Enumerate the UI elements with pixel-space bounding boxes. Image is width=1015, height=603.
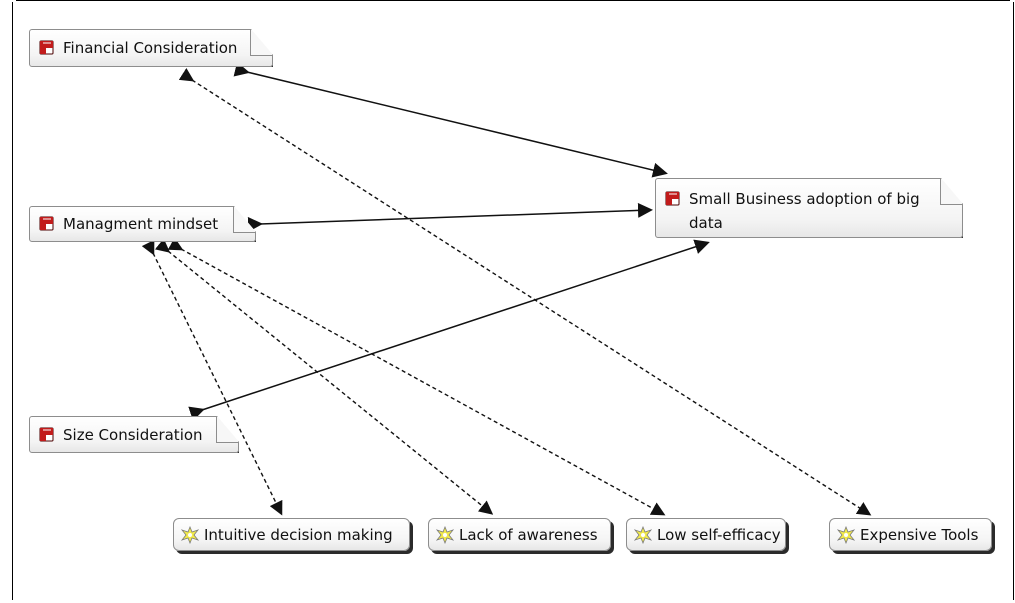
- node-small-business-adoption[interactable]: Small Business adoption of big data: [655, 178, 963, 238]
- yellow-sparkle-icon: [181, 525, 199, 544]
- red-book-icon: [38, 426, 56, 444]
- link-management-adoption: [247, 202, 653, 232]
- node-label: Low self-efficacy: [657, 525, 781, 544]
- link-management-self-efficacy: [167, 237, 666, 516]
- node-management-mindset[interactable]: Managment mindset: [29, 206, 256, 242]
- node-financial-consideration[interactable]: Financial Consideration: [29, 29, 273, 67]
- diagram-top-border: [16, 0, 1010, 3]
- node-lack-of-awareness[interactable]: Lack of awareness: [428, 518, 611, 551]
- node-label: Financial Consideration: [63, 39, 238, 57]
- node-size-consideration[interactable]: Size Consideration: [29, 416, 239, 453]
- node-expensive-tools[interactable]: Expensive Tools: [829, 518, 992, 551]
- node-label: Size Consideration: [63, 425, 203, 444]
- link-financial-expensive-tools: [178, 68, 872, 516]
- red-book-icon: [38, 39, 56, 57]
- node-low-self-efficacy[interactable]: Low self-efficacy: [626, 518, 786, 551]
- yellow-sparkle-icon: [837, 525, 855, 544]
- node-label: Small Business adoption of big data: [689, 190, 920, 232]
- yellow-sparkle-icon: [634, 525, 652, 544]
- node-label: Managment mindset: [63, 215, 219, 233]
- link-financial-adoption: [233, 61, 668, 178]
- red-book-icon: [38, 215, 56, 233]
- node-label: Expensive Tools: [860, 525, 979, 544]
- link-size-adoption: [188, 239, 710, 421]
- node-label: Lack of awareness: [459, 525, 598, 544]
- node-intuitive-decision-making[interactable]: Intuitive decision making: [173, 518, 410, 551]
- yellow-sparkle-icon: [436, 525, 454, 544]
- link-management-intuitive: [141, 239, 283, 516]
- red-book-icon: [664, 190, 682, 208]
- node-label: Intuitive decision making: [204, 525, 393, 544]
